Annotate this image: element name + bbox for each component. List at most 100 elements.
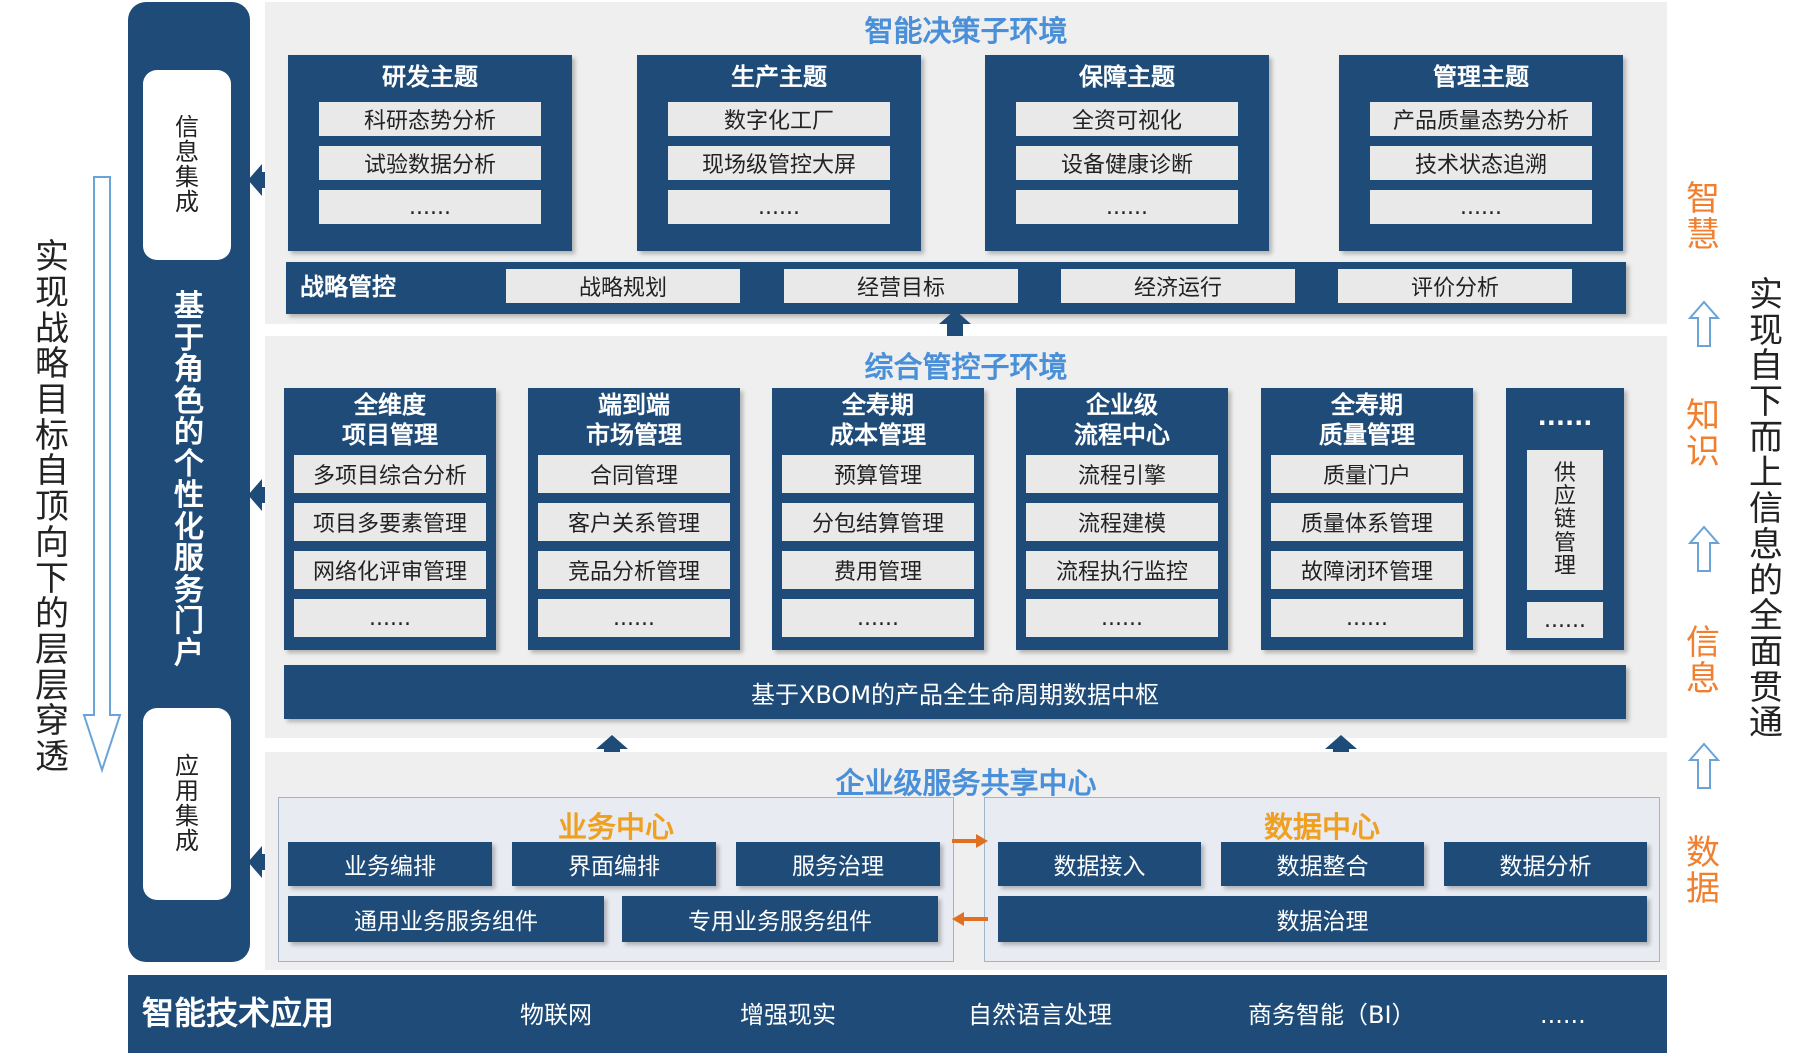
management-item[interactable]: 竞品分析管理 bbox=[538, 551, 730, 589]
portal-title-char: 基 bbox=[174, 289, 204, 324]
management-item[interactable]: ...... bbox=[1271, 599, 1463, 637]
management-title: 综合管控子环境 bbox=[864, 350, 1068, 384]
decision-item[interactable]: 设备健康诊断 bbox=[1016, 146, 1238, 180]
right-caption-char: 通 bbox=[1749, 703, 1783, 744]
tech-item: 物联网 bbox=[520, 1001, 592, 1029]
management-item[interactable]: 网络化评审管理 bbox=[294, 551, 486, 589]
data-service-button[interactable]: 数据分析 bbox=[1444, 842, 1647, 886]
right-caption-char: 现 bbox=[1749, 310, 1783, 351]
management-item[interactable]: ...... bbox=[294, 599, 486, 637]
decision-item[interactable]: 全资可视化 bbox=[1016, 102, 1238, 136]
portal-title: 基于角色的个性化服务门户 bbox=[160, 291, 218, 669]
management-item[interactable]: 项目多要素管理 bbox=[294, 503, 486, 541]
management-module-title: 企业级 bbox=[1086, 391, 1158, 419]
data-service-button[interactable]: 数据整合 bbox=[1221, 842, 1424, 886]
right-level-char: 识 bbox=[1686, 432, 1720, 472]
left-caption-char: 略 bbox=[35, 344, 69, 385]
up-arrow-icon bbox=[1688, 300, 1720, 347]
decision-item[interactable]: 技术状态追溯 bbox=[1370, 146, 1592, 180]
management-item[interactable]: 分包结算管理 bbox=[782, 503, 974, 541]
app-integration-char: 应 bbox=[175, 751, 199, 780]
management-item[interactable]: 质量体系管理 bbox=[1271, 503, 1463, 541]
decision-title: 智能决策子环境 bbox=[864, 14, 1068, 48]
management-item[interactable]: 流程建模 bbox=[1026, 503, 1218, 541]
data-service-button[interactable]: 数据接入 bbox=[998, 842, 1201, 886]
business-component-button[interactable]: 专用业务服务组件 bbox=[622, 896, 938, 942]
management-item[interactable]: ...... bbox=[538, 599, 730, 637]
decision-module-title: 研发主题 bbox=[382, 63, 478, 91]
strategy-item[interactable]: 经济运行 bbox=[1061, 269, 1295, 303]
management-item[interactable]: ...... bbox=[782, 599, 974, 637]
right-level-label: 知识 bbox=[1680, 395, 1726, 475]
management-item[interactable]: 预算管理 bbox=[782, 455, 974, 493]
tech-item: ...... bbox=[1540, 1001, 1586, 1029]
info-integration-char: 信 bbox=[175, 112, 199, 141]
portal-title-char: 色 bbox=[174, 383, 204, 419]
business-service-button[interactable]: 服务治理 bbox=[736, 842, 940, 886]
portal-title-char: 户 bbox=[174, 635, 204, 671]
right-caption-char: 贯 bbox=[1749, 667, 1783, 708]
business-component-button[interactable]: 通用业务服务组件 bbox=[288, 896, 604, 942]
decision-item[interactable]: ...... bbox=[1016, 190, 1238, 224]
right-level-label: 数据 bbox=[1680, 832, 1726, 912]
management-item[interactable]: 多项目综合分析 bbox=[294, 455, 486, 493]
management-item[interactable]: 流程引擎 bbox=[1026, 455, 1218, 493]
right-level-char: 智 bbox=[1686, 179, 1720, 220]
portal-title-char: 个 bbox=[174, 446, 204, 482]
decision-module-title: 生产主题 bbox=[731, 63, 827, 91]
management-module-title: 全寿期 bbox=[842, 391, 914, 419]
left-arrow-icon bbox=[952, 912, 988, 926]
management-item[interactable]: 客户关系管理 bbox=[538, 503, 730, 541]
right-level-char: 息 bbox=[1686, 659, 1720, 699]
data-governance-button[interactable]: 数据治理 bbox=[998, 896, 1647, 942]
portal-title-char: 于 bbox=[174, 320, 204, 356]
management-item[interactable]: 质量门户 bbox=[1271, 455, 1463, 493]
decision-item[interactable]: 数字化工厂 bbox=[668, 102, 890, 136]
decision-item[interactable]: ...... bbox=[668, 190, 890, 224]
right-level-label: 智慧 bbox=[1680, 178, 1726, 258]
right-caption-char: 息 bbox=[1749, 524, 1783, 565]
management-item[interactable]: ...... bbox=[1026, 599, 1218, 637]
business-service-button[interactable]: 界面编排 bbox=[512, 842, 716, 886]
management-item[interactable]: 流程执行监控 bbox=[1026, 551, 1218, 589]
management-item[interactable]: 费用管理 bbox=[782, 551, 974, 589]
decision-module-title: 保障主题 bbox=[1079, 63, 1175, 91]
decision-item[interactable]: 产品质量态势分析 bbox=[1370, 102, 1592, 136]
supply-chain-char: 链 bbox=[1553, 507, 1576, 533]
portal-title-char: 服 bbox=[174, 541, 204, 576]
decision-item[interactable]: 科研态势分析 bbox=[319, 102, 541, 136]
decision-item[interactable]: ...... bbox=[319, 190, 541, 224]
portal-title-char: 务 bbox=[174, 572, 204, 608]
management-module-title: 全维度 bbox=[354, 391, 426, 419]
up-arrow-icon bbox=[1688, 742, 1720, 789]
decision-item[interactable]: ...... bbox=[1370, 190, 1592, 224]
right-level-char: 据 bbox=[1686, 869, 1720, 909]
portal-title-char: 的 bbox=[174, 415, 204, 450]
right-level-char: 信 bbox=[1686, 623, 1720, 664]
supply-chain-item[interactable]: 供应链管理 bbox=[1527, 450, 1603, 590]
app-integration-box[interactable]: 应用集成 bbox=[143, 708, 231, 900]
right-level-label: 信息 bbox=[1680, 622, 1726, 702]
management-module-title: 流程中心 bbox=[1074, 421, 1170, 449]
right-caption-char: 自 bbox=[1749, 346, 1783, 387]
management-item[interactable]: 故障闭环管理 bbox=[1271, 551, 1463, 589]
supply-chain-char: 供 bbox=[1553, 461, 1576, 487]
tech-title: 智能技术应用 bbox=[142, 994, 335, 1032]
info-integration-box[interactable]: 信息集成 bbox=[143, 70, 231, 260]
strategy-item[interactable]: 评价分析 bbox=[1338, 269, 1572, 303]
supply-chain-char: 管 bbox=[1553, 530, 1576, 556]
business-service-button[interactable]: 业务编排 bbox=[288, 842, 492, 886]
management-module-title: 项目管理 bbox=[342, 421, 438, 449]
decision-item[interactable]: 试验数据分析 bbox=[319, 146, 541, 180]
management-module-title: 成本管理 bbox=[830, 421, 926, 449]
data-hub-bar[interactable]: 基于XBOM的产品全生命周期数据中枢 bbox=[284, 665, 1626, 719]
left-caption-char: 下 bbox=[35, 558, 69, 599]
portal-title-char: 化 bbox=[174, 509, 204, 545]
strategy-item[interactable]: 战略规划 bbox=[506, 269, 740, 303]
management-module-title: 市场管理 bbox=[586, 421, 682, 449]
decision-item[interactable]: 现场级管控大屏 bbox=[668, 146, 890, 180]
strategy-item[interactable]: 经营目标 bbox=[784, 269, 1018, 303]
management-item[interactable]: 合同管理 bbox=[538, 455, 730, 493]
left-caption-char: 目 bbox=[35, 380, 69, 421]
supply-chain-dots: ...... bbox=[1527, 602, 1603, 638]
